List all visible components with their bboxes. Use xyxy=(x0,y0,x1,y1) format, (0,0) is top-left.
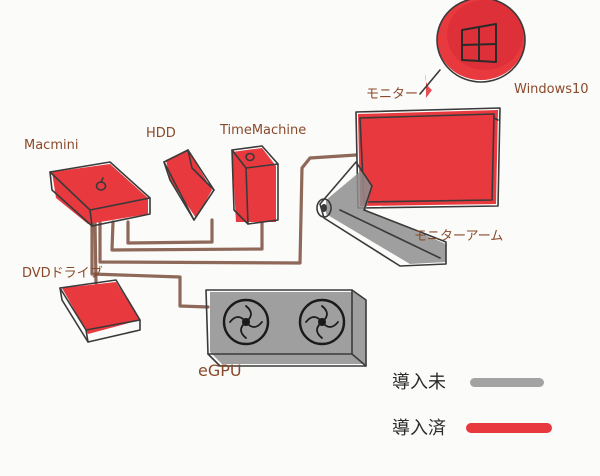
hdd xyxy=(164,150,214,220)
monitor-arm-label: モニターアーム xyxy=(414,229,503,244)
legend: 導入未 導入済 xyxy=(392,372,552,439)
time-machine-label: TimeMachine xyxy=(219,123,306,138)
egpu-label: eGPU xyxy=(198,361,242,380)
time-machine xyxy=(232,146,278,224)
windows-bubble xyxy=(420,0,525,98)
mac-mini-label: Macmini xyxy=(24,138,78,153)
monitor-label: モニター xyxy=(366,87,418,102)
dvd-drive-label: DVDドライブ xyxy=(22,265,103,281)
cables xyxy=(92,155,356,307)
fan-icon xyxy=(224,300,268,344)
hdd-label: HDD xyxy=(146,126,176,141)
mac-mini xyxy=(50,162,150,226)
legend-introduced-label: 導入済 xyxy=(392,418,446,439)
egpu xyxy=(206,290,366,366)
fan-icon xyxy=(300,300,344,344)
legend-not-introduced-swatch xyxy=(470,378,544,387)
cable-mac-timemachine xyxy=(112,222,262,250)
cable-mac-hdd xyxy=(128,220,212,243)
legend-introduced-swatch xyxy=(466,423,552,433)
windows-label: Windows10 xyxy=(514,82,589,97)
dvd-drive xyxy=(60,280,140,342)
legend-not-introduced-label: 導入未 xyxy=(392,372,446,393)
monitor xyxy=(356,108,500,208)
